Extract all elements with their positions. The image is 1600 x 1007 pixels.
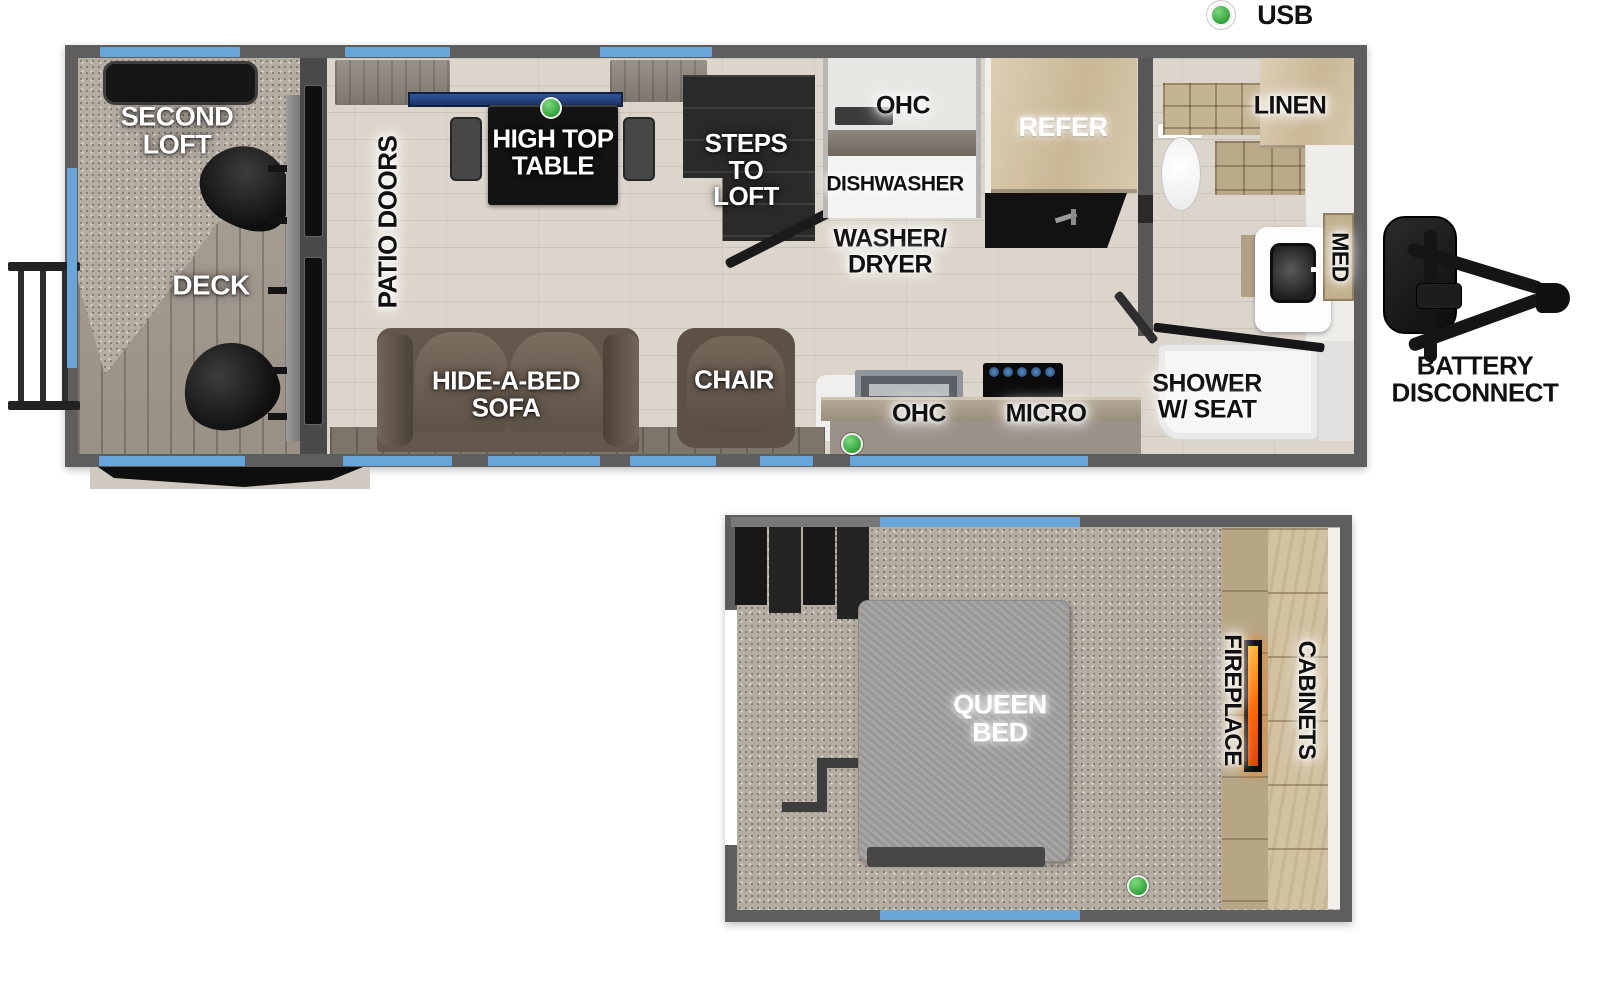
patio-door-panel: [304, 85, 323, 237]
window: [345, 47, 450, 57]
railing-bracket: [268, 217, 287, 224]
loft-floorplan: QUEEN BED FIREPLACE CABINETS: [725, 515, 1352, 922]
usb-port-icon: [540, 97, 562, 119]
label-patio-doors: PATIO DOORS: [372, 135, 403, 309]
faucet-icon: [1054, 207, 1085, 231]
linen-cabinet: [1260, 58, 1354, 148]
bed-headboard: [867, 847, 1045, 867]
second-loft-bed: [103, 61, 258, 105]
battery-box: [1383, 216, 1457, 334]
refrigerator: [985, 58, 1137, 193]
label-queen-bed: QUEEN BED: [953, 689, 1047, 747]
faucet-icon: [1311, 257, 1331, 283]
label-dishwasher: DISHWASHER: [826, 172, 964, 196]
shower-seat: [1319, 341, 1354, 441]
galley-counter: [828, 130, 976, 156]
burner: [1003, 367, 1013, 377]
railing-bracket: [268, 367, 287, 374]
dishwasher-unit: [828, 156, 976, 218]
kitchen-cabinet-face: [830, 421, 1141, 454]
window: [488, 456, 600, 466]
window: [99, 456, 245, 466]
label-ohc-kitchen: OHC: [891, 399, 947, 428]
window: [100, 47, 240, 57]
coupler: [1536, 283, 1570, 313]
label-chair: CHAIR: [694, 364, 774, 395]
label-sofa: HIDE-A-BED SOFA: [431, 365, 581, 422]
main-floorplan: SECOND LOFT DECK PATIO DOORS HIGH TOP TA…: [65, 45, 1367, 467]
window: [850, 456, 1088, 466]
railing-bracket: [268, 413, 287, 420]
stool: [450, 117, 482, 181]
window: [880, 517, 1080, 527]
chair: [677, 328, 795, 448]
label-deck: DECK: [172, 269, 250, 301]
usb-port-icon: [1127, 875, 1149, 897]
usb-port-icon: [841, 433, 863, 455]
label-refer: REFER: [1018, 112, 1108, 143]
shower-pan: [1157, 343, 1319, 441]
burner: [1031, 367, 1041, 377]
deck-railing-post: [286, 95, 300, 441]
fireplace-cabinet-column: [1222, 528, 1268, 909]
deck-ladder: [8, 262, 80, 410]
usb-legend-label: USB: [1257, 0, 1313, 31]
vanity-side-cabinet: [1241, 235, 1257, 297]
bathroom-sink: [1270, 243, 1316, 303]
patio-door-panel: [304, 257, 323, 425]
burner: [1045, 367, 1055, 377]
label-micro: MICRO: [1005, 399, 1087, 428]
window: [880, 910, 1080, 920]
loft-wall-opening: [725, 610, 737, 845]
tongue-box: [1416, 283, 1462, 309]
burner: [1017, 367, 1027, 377]
label-linen: LINEN: [1253, 91, 1327, 120]
cabinet-counter-strip: [1328, 528, 1340, 909]
label-second-loft: SECOND LOFT: [120, 101, 234, 159]
kitchen-counter: [821, 397, 1141, 421]
window: [343, 456, 452, 466]
medicine-cabinet: [1323, 213, 1354, 301]
overhead-cabinet: [1163, 83, 1273, 135]
bathroom-wall-jamb: [1138, 195, 1153, 223]
label-battery-disconnect: BATTERY DISCONNECT: [1391, 350, 1559, 407]
label-med: MED: [1327, 232, 1354, 282]
label-high-top-table: HIGH TOP TABLE: [492, 123, 614, 180]
toilet: [1161, 137, 1201, 211]
railing-bracket: [268, 287, 287, 294]
window: [630, 456, 716, 466]
counter-appliance: [835, 107, 893, 125]
loft-stairs: [731, 517, 891, 627]
queen-bed: [858, 600, 1070, 862]
high-top-table: [488, 105, 618, 205]
label-washer-dryer: WASHER/ DRYER: [833, 224, 947, 278]
wardrobe-cabinets: [1268, 528, 1328, 909]
label-ohc-galley: OHC: [875, 91, 931, 120]
window: [760, 456, 813, 466]
label-shower: SHOWER W/ SEAT: [1152, 369, 1262, 423]
hide-a-bed-sofa: [377, 328, 639, 452]
label-steps-to-loft: STEPS TO LOFT: [704, 128, 788, 212]
label-cabinets: CABINETS: [1293, 640, 1321, 760]
fireplace-insert: [1244, 640, 1262, 772]
burner: [989, 367, 999, 377]
window: [67, 168, 77, 368]
railing-bracket: [268, 165, 287, 172]
label-fireplace: FIREPLACE: [1219, 634, 1247, 766]
trailer-tongue: [1367, 200, 1587, 370]
window: [600, 47, 712, 57]
usb-legend-icon: [1210, 4, 1232, 26]
stool: [623, 117, 655, 181]
